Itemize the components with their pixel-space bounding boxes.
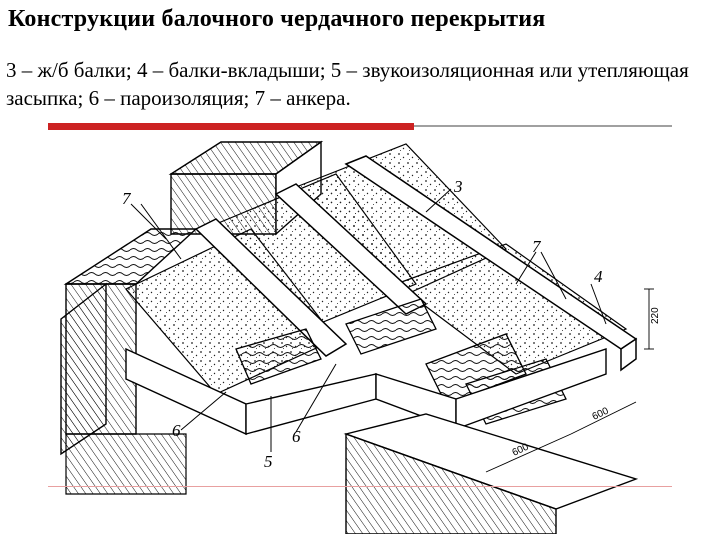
red-divider (48, 123, 414, 130)
label-3-concrete-beam: 3 (453, 177, 463, 196)
label-6-vapor-barrier-b: 6 (292, 427, 301, 446)
label-4-insert-beam: 4 (594, 267, 603, 286)
label-6-vapor-barrier-a: 6 (172, 421, 181, 440)
isometric-floor-svg: 3 4 5 6 6 7 7 220 600 600 (60, 140, 661, 534)
slide-title: Конструкции балочного чердачного перекры… (8, 6, 546, 32)
label-7-anchor-b: 7 (532, 237, 542, 256)
label-7-anchor-a: 7 (122, 189, 132, 208)
dimension-span-2: 600 (591, 406, 611, 423)
front-wall (65, 413, 639, 534)
front-beam-faces (125, 347, 607, 436)
bottom-divider (48, 486, 672, 487)
concrete-beams (194, 155, 638, 372)
grey-divider (414, 125, 672, 127)
floor-construction-drawing: 3 4 5 6 6 7 7 220 600 600 (46, 134, 678, 534)
dimension-lines (485, 288, 654, 473)
slide-caption: 3 – ж/б балки; 4 – балки-вкладыши; 5 – з… (6, 58, 689, 110)
label-5-fill: 5 (264, 452, 273, 471)
left-wall (60, 228, 198, 456)
leader-lines (130, 188, 607, 452)
dimension-height: 220 (650, 307, 661, 324)
